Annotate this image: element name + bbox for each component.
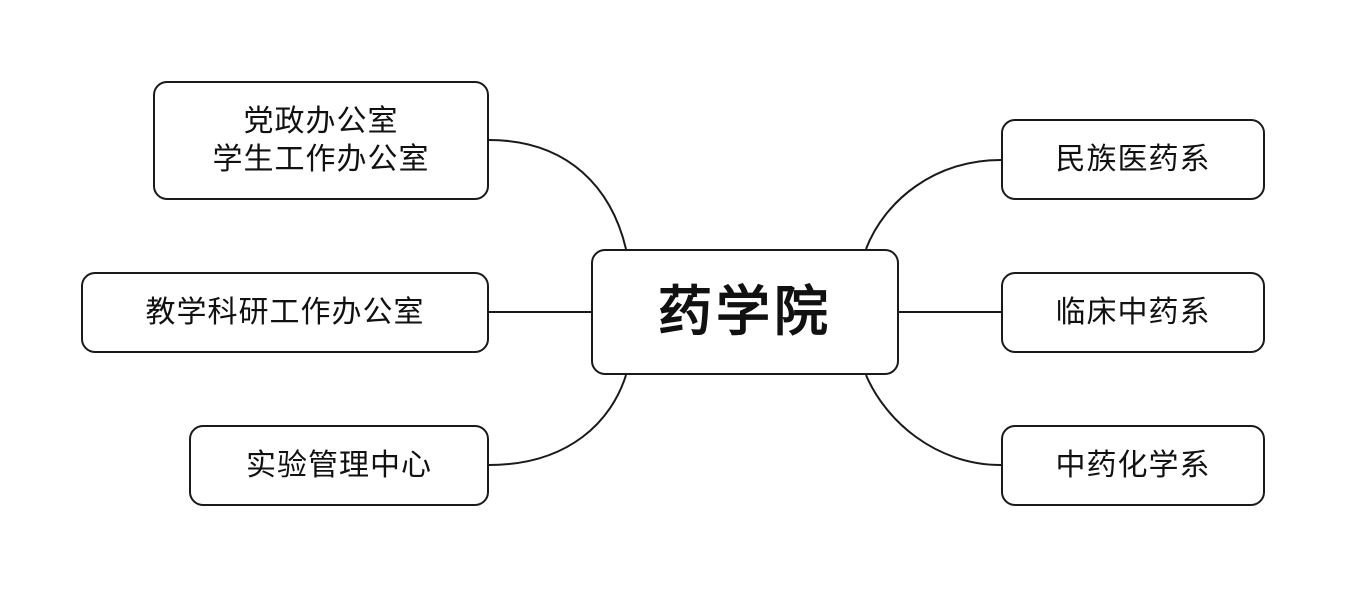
connector-left-top bbox=[488, 139, 627, 250]
node-label-line: 党政办公室 bbox=[243, 103, 399, 139]
node-label: 民族医药系 bbox=[1055, 141, 1211, 177]
connector-right-bottom bbox=[865, 374, 1002, 466]
node-tcm-chemistry-dept: 中药化学系 bbox=[1001, 425, 1265, 506]
node-label-line: 学生工作办公室 bbox=[212, 141, 430, 177]
node-lab-management-center: 实验管理中心 bbox=[189, 425, 489, 506]
node-clinical-tcm-dept: 临床中药系 bbox=[1001, 272, 1265, 353]
center-node: 药学院 bbox=[591, 249, 899, 375]
node-teaching-research-office: 教学科研工作办公室 bbox=[81, 272, 489, 353]
node-label: 教学科研工作办公室 bbox=[145, 294, 425, 330]
node-party-office: 党政办公室 学生工作办公室 bbox=[153, 81, 489, 200]
node-ethnic-medicine-dept: 民族医药系 bbox=[1001, 119, 1265, 200]
center-node-label: 药学院 bbox=[658, 280, 832, 343]
connector-right-top bbox=[865, 159, 1002, 250]
node-label: 实验管理中心 bbox=[246, 447, 432, 483]
connector-left-bottom bbox=[488, 374, 627, 466]
node-label: 中药化学系 bbox=[1055, 447, 1211, 483]
node-label: 临床中药系 bbox=[1055, 294, 1211, 330]
